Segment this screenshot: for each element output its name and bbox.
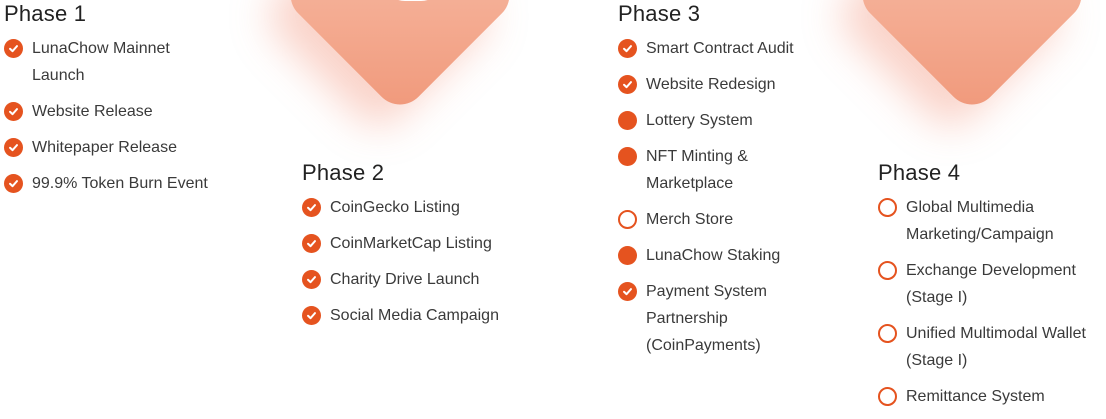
roadmap-item: LunaChow Mainnet Launch <box>4 35 212 89</box>
roadmap-item-label: Merch Store <box>646 211 734 228</box>
roadmap-item: Payment System Partnership (CoinPayments… <box>618 278 826 359</box>
roadmap-item-label: Charity Drive Launch <box>330 271 480 288</box>
roadmap-item-label: CoinMarketCap Listing <box>330 235 492 252</box>
filled-circle-icon <box>618 147 637 166</box>
roadmap-item: CoinGecko Listing <box>302 194 499 221</box>
phase-title: Phase 3 <box>618 1 701 26</box>
check-circle-icon <box>302 234 321 253</box>
filled-circle-icon <box>618 111 637 130</box>
roadmap-item-label: Exchange Development (Stage I) <box>906 262 1076 306</box>
roadmap-item: Unified Multimodal Wallet (Stage I) <box>878 320 1086 374</box>
empty-circle-icon <box>618 210 637 229</box>
empty-circle-icon <box>878 324 897 343</box>
roadmap-item: Website Redesign <box>618 71 826 98</box>
check-circle-icon <box>4 102 23 121</box>
roadmap-item-label: LunaChow Mainnet Launch <box>32 40 170 84</box>
check-circle-icon <box>302 306 321 325</box>
check-circle-icon <box>4 174 23 193</box>
roadmap-item: Charity Drive Launch <box>302 266 499 293</box>
roadmap-item-label: Remittance System <box>906 388 1045 405</box>
roadmap-item: Merch Store <box>618 206 826 233</box>
roadmap-item-label: Smart Contract Audit <box>646 40 794 57</box>
roadmap-item-label: 99.9% Token Burn Event <box>32 175 208 192</box>
roadmap-item: Remittance System <box>878 383 1086 410</box>
roadmap-item: Lottery System <box>618 107 826 134</box>
roadmap-item: 99.9% Token Burn Event <box>4 170 212 197</box>
phase-title: Phase 2 <box>302 160 385 185</box>
roadmap-item-label: Lottery System <box>646 112 753 129</box>
phase-2-illustration <box>270 0 530 130</box>
roadmap-item-label: Whitepaper Release <box>32 139 177 156</box>
roadmap-item-label: Global Multimedia Marketing/Campaign <box>906 199 1054 243</box>
roadmap-item-label: Website Redesign <box>646 76 776 93</box>
phase-4-illustration <box>832 0 1106 130</box>
check-circle-icon <box>4 39 23 58</box>
phase-title: Phase 1 <box>4 1 87 26</box>
check-circle-icon <box>618 282 637 301</box>
roadmap-item: LunaChow Staking <box>618 242 826 269</box>
filled-circle-icon <box>618 246 637 265</box>
roadmap-item: Smart Contract Audit <box>618 35 826 62</box>
roadmap-item-label: CoinGecko Listing <box>330 199 460 216</box>
empty-circle-icon <box>878 198 897 217</box>
roadmap-item-label: Unified Multimodal Wallet (Stage I) <box>906 325 1086 369</box>
check-circle-icon <box>618 39 637 58</box>
roadmap-item-label: Social Media Campaign <box>330 307 499 324</box>
roadmap-item-label: Website Release <box>32 103 153 120</box>
roadmap-item: NFT Minting & Marketplace <box>618 143 826 197</box>
check-circle-icon <box>4 138 23 157</box>
roadmap-item: Whitepaper Release <box>4 134 212 161</box>
roadmap-item-label: NFT Minting & Marketplace <box>646 148 748 192</box>
roadmap-item: Global Multimedia Marketing/Campaign <box>878 194 1086 248</box>
empty-circle-icon <box>878 261 897 280</box>
phase-title: Phase 4 <box>878 160 961 185</box>
roadmap-item: Social Media Campaign <box>302 302 499 329</box>
check-circle-icon <box>302 270 321 289</box>
roadmap-item-label: LunaChow Staking <box>646 247 781 264</box>
roadmap-item: Exchange Development (Stage I) <box>878 257 1086 311</box>
roadmap-item-label: Payment System Partnership (CoinPayments… <box>646 283 767 354</box>
roadmap-item: CoinMarketCap Listing <box>302 230 499 257</box>
phase-4-column: Phase 4 Global Multimedia Marketing/Camp… <box>878 160 1086 419</box>
check-circle-icon <box>618 75 637 94</box>
roadmap-item: Website Release <box>4 98 212 125</box>
check-circle-icon <box>302 198 321 217</box>
empty-circle-icon <box>878 387 897 406</box>
